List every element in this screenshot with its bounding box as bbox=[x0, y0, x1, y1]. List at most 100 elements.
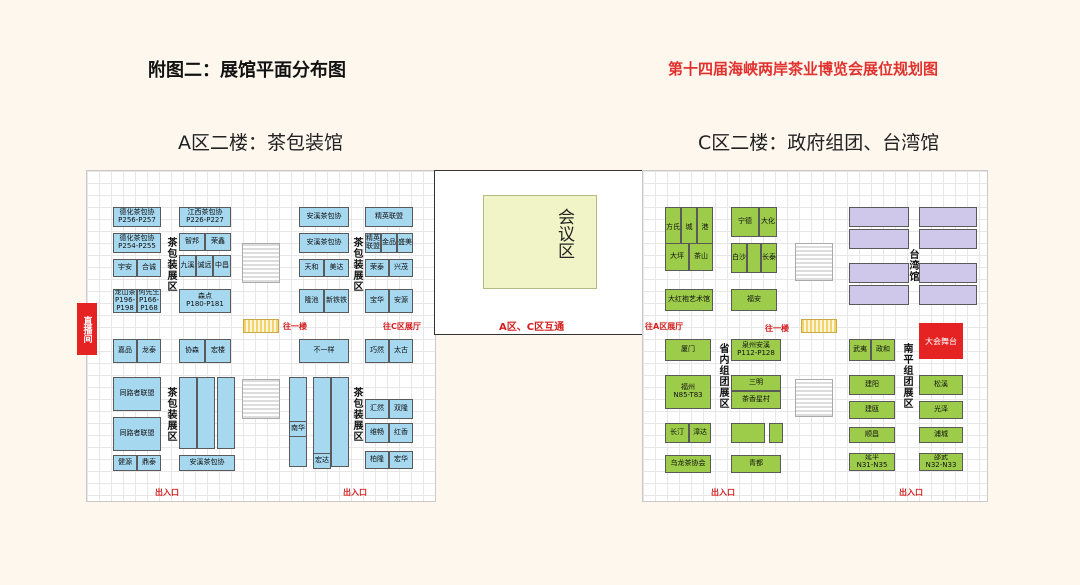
booth[interactable]: 汇然 bbox=[365, 399, 389, 419]
booth[interactable]: 荣鑫 bbox=[205, 233, 231, 251]
booth[interactable]: 建瓯 bbox=[849, 401, 895, 419]
booth[interactable]: 宏达 bbox=[313, 453, 331, 469]
booth-name: 福州 bbox=[681, 383, 695, 392]
booth[interactable]: 新铁铁 bbox=[324, 289, 349, 313]
booth-name: 德化茶包协 bbox=[119, 208, 155, 217]
booth[interactable]: 乌龙茶协会 bbox=[665, 455, 711, 473]
booth[interactable]: 荣泰 bbox=[365, 259, 389, 277]
booth[interactable] bbox=[849, 207, 909, 227]
booth[interactable]: 太古 bbox=[389, 339, 413, 363]
booth[interactable] bbox=[919, 207, 977, 227]
booth[interactable]: 龙泰 bbox=[137, 339, 161, 363]
booth[interactable]: 宏楼 bbox=[205, 339, 231, 363]
booth[interactable]: 松溪 bbox=[919, 375, 963, 395]
booth[interactable]: 鼎泰 bbox=[137, 455, 161, 471]
booth[interactable]: 宏华 bbox=[389, 451, 413, 469]
booth[interactable]: 茶香星村 bbox=[731, 391, 781, 409]
booth[interactable]: 巧然 bbox=[365, 339, 389, 363]
booth[interactable]: 宁德 bbox=[731, 207, 759, 237]
booth[interactable] bbox=[769, 423, 783, 443]
live-room[interactable]: 直播间 bbox=[77, 303, 97, 355]
booth[interactable]: 光泽 bbox=[919, 401, 963, 419]
booth[interactable]: 大坪 bbox=[665, 243, 689, 271]
booth[interactable] bbox=[331, 377, 349, 467]
booth[interactable]: 隆池 bbox=[299, 289, 324, 313]
booth[interactable] bbox=[731, 423, 765, 443]
booth[interactable]: 港 bbox=[697, 207, 713, 249]
booth[interactable]: 政和 bbox=[871, 339, 895, 361]
booth[interactable]: 诚远 bbox=[196, 255, 213, 277]
booth[interactable]: 方氏 bbox=[665, 207, 681, 249]
booth[interactable]: 安溪茶包协 bbox=[179, 455, 235, 471]
booth[interactable]: 安溪茶包协 bbox=[299, 233, 349, 253]
hall-label-a3: 茶包装展区 bbox=[165, 387, 176, 442]
stage[interactable]: 大会舞台 bbox=[919, 323, 963, 359]
booth[interactable]: 漳达 bbox=[689, 423, 711, 443]
booth[interactable]: 美达 bbox=[324, 259, 349, 277]
booth[interactable]: 白沙 bbox=[731, 243, 747, 273]
booth[interactable]: 红香 bbox=[389, 423, 413, 443]
booth[interactable]: 兴茂 bbox=[389, 259, 413, 277]
booth[interactable] bbox=[747, 243, 761, 273]
booth[interactable]: 精英联盟 bbox=[365, 233, 381, 253]
booth[interactable]: 厦门 bbox=[665, 339, 711, 361]
booth[interactable]: 九溪 bbox=[179, 255, 196, 277]
booth[interactable]: 天和 bbox=[299, 259, 324, 277]
booth[interactable]: 宇安 bbox=[113, 259, 137, 277]
booth[interactable]: 大红袍艺术馆 bbox=[665, 289, 713, 311]
booth[interactable]: 智邦 bbox=[179, 233, 205, 251]
booth[interactable]: 南华 bbox=[289, 421, 307, 437]
booth[interactable]: 福安 bbox=[731, 289, 777, 311]
booth[interactable]: 浦城 bbox=[919, 427, 963, 443]
booth[interactable]: 同路者联盟 bbox=[113, 417, 161, 451]
booth[interactable]: 武夷 bbox=[849, 339, 871, 361]
booth[interactable]: 协森 bbox=[179, 339, 205, 363]
booth[interactable] bbox=[919, 285, 977, 305]
booth[interactable]: 建阳 bbox=[849, 375, 895, 395]
booth[interactable]: 柏隆 bbox=[365, 451, 389, 469]
booth[interactable]: 维畅 bbox=[365, 423, 389, 443]
booth[interactable] bbox=[919, 229, 977, 249]
booth[interactable]: 茶山 bbox=[689, 243, 713, 271]
booth[interactable]: 长泰 bbox=[761, 243, 777, 273]
booth[interactable] bbox=[919, 263, 977, 283]
booth[interactable]: 盛美 bbox=[397, 233, 413, 253]
booth[interactable] bbox=[849, 285, 909, 305]
booth-name: 长泰 bbox=[762, 253, 776, 262]
booth[interactable] bbox=[849, 229, 909, 249]
booth[interactable]: 宝华 bbox=[365, 289, 389, 313]
booth[interactable]: 嘉品 bbox=[113, 339, 137, 363]
booth[interactable]: 合诚 bbox=[137, 259, 161, 277]
booth[interactable]: 不一样 bbox=[299, 339, 349, 363]
booth[interactable]: 长汀 bbox=[665, 423, 689, 443]
booth-name: 漳达 bbox=[693, 428, 707, 437]
booth[interactable] bbox=[197, 377, 215, 449]
booth[interactable] bbox=[179, 377, 197, 449]
booth[interactable]: 大化 bbox=[759, 207, 777, 237]
booth[interactable]: 精英联盟 bbox=[365, 207, 413, 227]
booth[interactable] bbox=[849, 263, 909, 283]
booth[interactable]: 同路者联盟 bbox=[113, 377, 161, 411]
booth[interactable]: 安溪茶包协 bbox=[299, 207, 349, 227]
booth[interactable]: 双隆 bbox=[389, 399, 413, 419]
booth[interactable]: 健源 bbox=[113, 455, 137, 471]
booth[interactable]: 安源 bbox=[389, 289, 413, 313]
booth[interactable] bbox=[217, 377, 235, 449]
booth[interactable]: 中昌 bbox=[213, 255, 231, 277]
booth[interactable]: 金品 bbox=[381, 233, 397, 253]
meeting-area[interactable]: 会议区 bbox=[483, 195, 597, 289]
booth-name: 中昌 bbox=[215, 261, 229, 270]
booth[interactable]: 三明 bbox=[731, 375, 781, 391]
booth[interactable]: 顺昌 bbox=[849, 427, 895, 443]
booth[interactable]: 青都 bbox=[731, 455, 781, 473]
